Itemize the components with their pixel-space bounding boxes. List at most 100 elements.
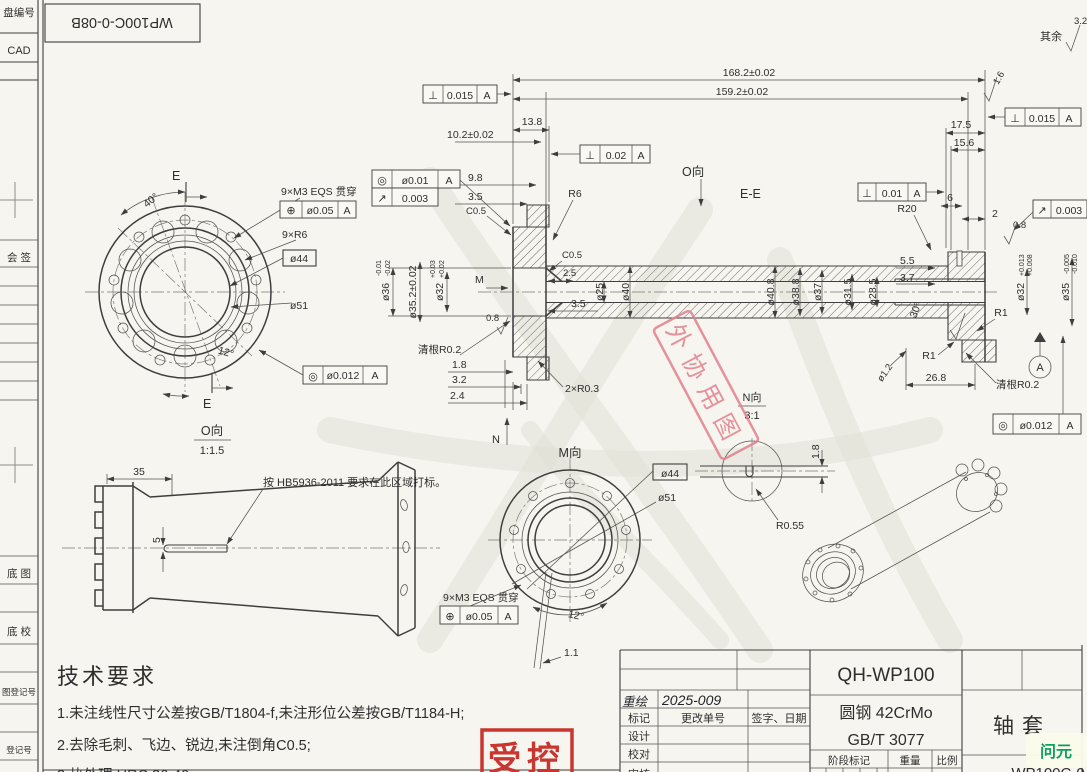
svg-text:⊕: ⊕ [286,205,295,217]
svg-text:A: A [637,150,644,162]
svg-text:A: A [1065,113,1072,125]
section-view: O向 E-E N向 3:1 168.2±0.02 159.2±0.02 13.8… [371,67,1087,435]
tech-line-2: 2.去除毛刺、飞边、锐边,未注倒角C0.5; [57,737,311,754]
svg-text:A: A [343,205,350,217]
gdt-f4-perpendicularity: ⊥ 0.01 A [857,182,945,202]
dim-d37: ø37 [812,283,824,301]
tb-mark: 标记 [628,711,650,725]
tb-check: 校对 [628,747,650,761]
dim-d32-right: ø32 [1015,283,1027,301]
rough-0-8-left: 0.8 [486,313,499,324]
side-view: 35 5 按 HB5936-2011 要求在此区域打标。 O向 1:1.5 [62,423,446,637]
dim-13-8: 13.8 [522,116,543,128]
tb-drawing-no: WP100C-0 [1011,765,1084,772]
tb-part-name: 轴套 [993,715,1051,738]
chamfer-c05-b: C0.5 [562,250,582,261]
svg-text:0.02: 0.02 [606,150,627,162]
dim-5-5: 5.5 [900,255,915,267]
n-dim-r055: R0.55 [776,520,804,532]
dim-9-8: 9.8 [468,172,483,184]
dim-d285: ø28.5 [867,278,879,305]
m-bolt-holes [509,478,631,599]
svg-text:⊥: ⊥ [1010,113,1020,125]
angle-40: 40° [141,191,161,210]
d44-label: ø44 [290,253,308,265]
svg-text:ø0.012: ø0.012 [1020,420,1053,432]
relief-note-right: 清根R0.2 [996,378,1039,391]
svg-text:A: A [913,188,920,200]
m-d51: ø51 [658,492,676,504]
gdt-position-frame: ⊕ ø0.05 A [279,200,357,219]
tb-material: 圆钢 42CrMo [839,704,932,722]
svg-text:-0.010: -0.010 [1072,254,1079,274]
iso-bolt-holes [803,543,864,603]
gdt-f3-concentricity-runout: ◎ ø0.01 A ↗ 0.003 [371,169,511,227]
svg-text:◎: ◎ [308,371,318,383]
svg-text:0.015: 0.015 [447,90,473,102]
gdt-f1-perpendicularity: ⊥ 0.015 A [422,84,512,104]
base-map-label: 底 图 [7,567,31,580]
m-d44: ø44 [661,468,679,480]
e-view: E E 40° 12° 9×M3 EQS 贯穿 ⊕ ø0.05 A 9×R6 ø… [85,169,388,411]
outsource-stamp: 外协用图 [652,309,760,461]
svg-text:0.003: 0.003 [402,193,428,205]
dim-d25: ø25 [594,283,606,301]
m-face-label: M [475,274,484,286]
svg-text:-0.005: -0.005 [1064,254,1071,274]
tb-scale: 比例 [937,754,958,767]
dim-159: 159.2±0.02 [716,86,769,98]
dim-d35-right: ø35 [1060,283,1072,301]
svg-text:0.003: 0.003 [1056,205,1082,217]
map-reg-label: 图登记号 [2,687,36,697]
dim-d388: ø38.8 [790,278,802,305]
svg-text:+0.008: +0.008 [1027,254,1034,276]
svg-text:+0.02: +0.02 [439,260,446,278]
dim-17-5: 17.5 [951,119,972,131]
dim-2: 2 [992,208,998,220]
base-check-label: 底 校 [7,625,31,638]
dim-2-4-b: 2.4 [450,390,465,402]
roughness-icon [983,76,998,102]
dim-d32-left: ø32 [434,283,446,301]
tb-redraw-no: 2025-009 [661,692,721,708]
svg-text:◎: ◎ [998,420,1008,432]
m-angle-12: 12° [567,608,585,623]
dim-r1-a: R1 [994,307,1008,319]
dim-3-2-b: 3.2 [452,374,467,386]
angle-30: 30° [908,301,925,320]
n-view-label: N向 [743,390,762,404]
tech-title: 技术要求 [57,664,157,689]
svg-text:A: A [445,175,452,187]
m-view: M向 ø44 ø51 9×M3 EQS 贯穿 ⊕ ø0.05 A 12° 1.1… [439,417,688,670]
dim-2-5: 2.5 [563,268,576,279]
dim-1-8-b: 1.8 [452,359,467,371]
svg-text:ø0.01: ø0.01 [402,175,429,187]
o-direction-label: O向 [682,164,704,179]
d51-label: ø51 [290,300,308,312]
dim-d315: ø31.5 [842,278,854,305]
section-name: E-E [740,187,761,201]
svg-text:⊕: ⊕ [445,611,454,623]
gdt-f5-perpendicularity: ⊥ 0.015 A [987,107,1082,127]
m-view-title: M向 [559,445,582,460]
svg-text:⊥: ⊥ [862,188,872,200]
scan-watermark [317,167,963,663]
section-arrow-e-top: E [172,169,180,183]
countersign-label: 会 签 [7,251,31,264]
dim-r1-b: R1 [922,350,936,362]
n-dim-1-8: 1.8 [810,444,822,459]
svg-text:0.01: 0.01 [882,188,903,200]
svg-text:A: A [504,611,511,623]
dim-d40: ø40 [620,283,632,301]
tb-code: QH-WP100 [837,665,934,686]
svg-text:受控: 受控 [488,740,566,772]
tb-design: 设计 [628,730,650,743]
gdt-f2-perpendicularity: ⊥ 0.02 A [550,144,651,164]
svg-text:↗: ↗ [377,193,386,205]
m-holes-note: 9×M3 EQS 贯穿 [443,591,519,604]
gdt-concentricity-frame: ◎ ø0.012 A [302,365,388,385]
svg-text:ø0.012: ø0.012 [327,370,360,382]
